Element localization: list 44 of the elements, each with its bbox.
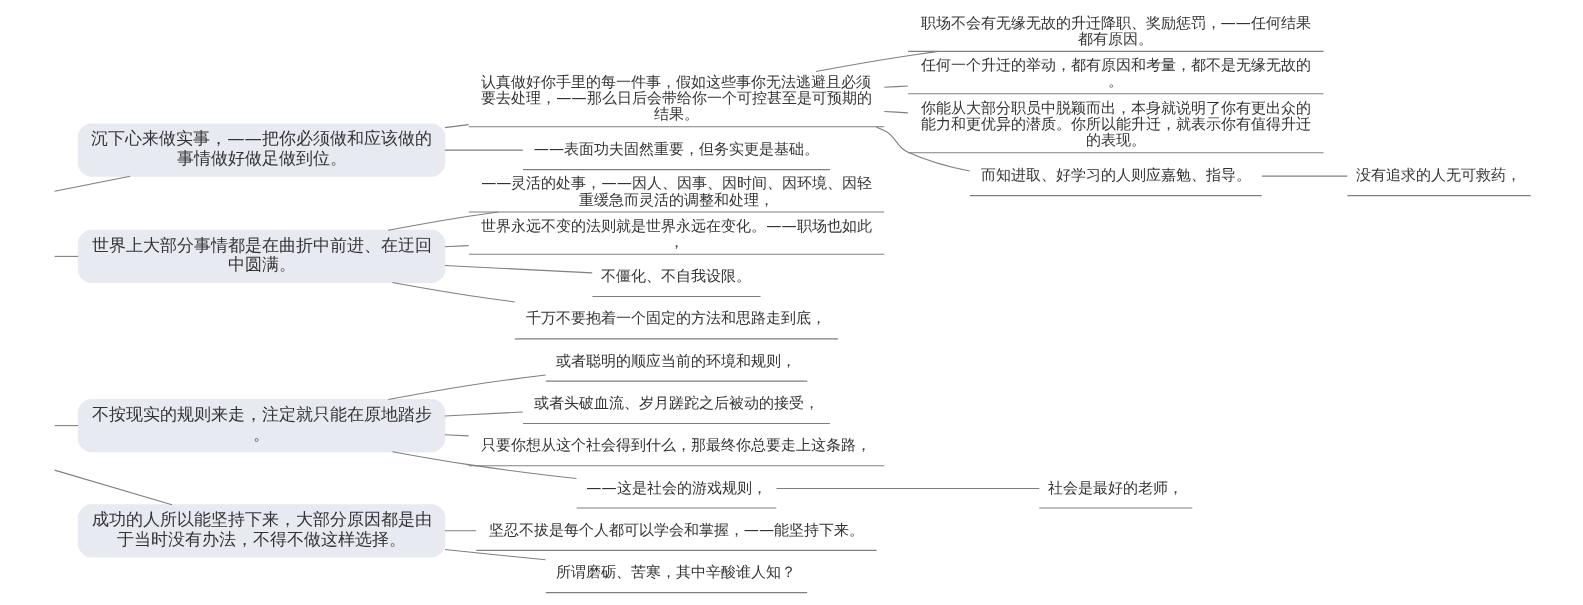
node-text: 任何一个升迁的举动，都有原因和考量，都不是无缘无故的。 [920,56,1311,91]
connector [387,211,499,231]
node-text: 世界永远不变的法则就是世界永远在变化。——职场也如此， [480,216,872,251]
node-text: 社会是最好的老师， [1047,478,1183,497]
connector [775,487,1040,490]
connector [443,124,469,129]
connector [443,149,523,151]
node-text: 所谓磨砺、苦寒，其中辛酸谁人知？ [555,563,796,582]
node-box: 不按现实的规则来走，注定就只能在原地踏步。 [77,399,445,453]
connector [443,548,546,561]
node-text: ——表面功夫固然重要，但务实更是基础。 [533,140,819,159]
connector [53,469,173,506]
connector [391,451,577,480]
node-text: 没有追求的人无可救药， [1356,166,1522,185]
node-box: 成功的人所以能坚持下来，大部分原因都是由于当时没有办法，不得不做这样选择。 [77,504,445,558]
connector [883,85,908,88]
connector [443,530,477,532]
node-text: 你能从大部分职员中脱颖而出，本身就说明了你有更出众的能力和更优异的潜质。你所以能升迁，就表示你有值得升迁的表现。 [920,98,1311,150]
node-box: 沉下心来做实事，——把你必须做和应该做的事情做好做足做到位。 [77,123,445,177]
node-text: 不僵化、不自我设限。 [600,267,751,286]
connector [1260,175,1348,177]
connector [53,175,131,192]
node-text: ——这是社会的游戏规则， [585,478,767,497]
connector [391,281,515,303]
connector [387,374,546,401]
connector [53,255,79,257]
connector [443,245,469,248]
node-text: 只要你想从这个社会得到什么，那最终你总要走上这条路， [480,436,871,455]
node-text: ——灵活的处事，——因人、因事、因时间、因环境、因轻重缓急而灵活的调整和处理， [480,174,872,209]
connector [53,425,79,427]
node-text: 认真做好你手里的每一件事，假如这些事你无法逃避且必须要去处理，——那么日后会带给你一个可控甚至是可预期的结果。 [480,72,872,124]
node-text: 千万不要抱着一个固定的方法和思路走到底， [525,309,826,328]
connector [814,50,939,72]
node-text: 而知进取、好学习的人则应嘉勉、指导。 [980,166,1251,185]
connector [883,110,908,114]
connector [443,411,523,417]
node-text: 坚忍不拔是每个人都可以学会和掌握，——能坚持下来。 [488,520,864,539]
node-text: 或者聪明的顺应当前的环境和规则， [555,351,796,370]
node-box: 世界上大部分事情都是在曲折中前进、在迂回中圆满。 [77,229,445,283]
node-text: 职场不会有无缘无故的升迁降职、奖励惩罚，——任何结果都有原因。 [920,13,1311,49]
connector [443,264,593,274]
connector [875,126,970,172]
node-text: 或者头破血流、岁月蹉跎之后被动的接受， [533,393,819,412]
connector [443,434,469,437]
